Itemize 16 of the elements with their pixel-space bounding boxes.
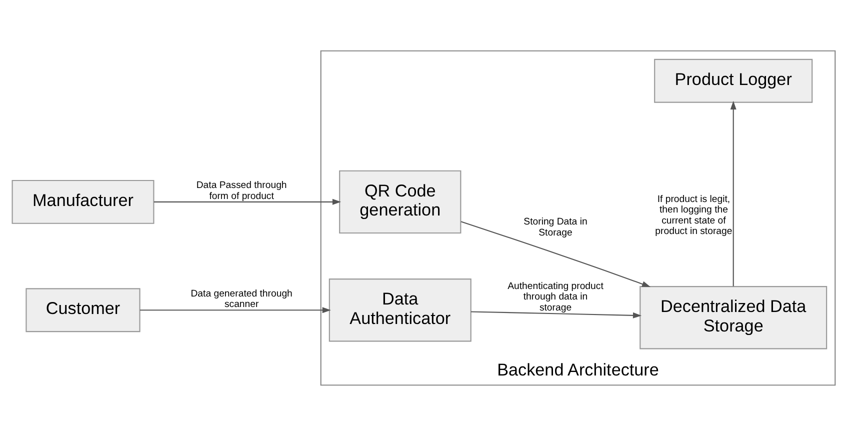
node-box: Customer [26, 288, 140, 332]
edge-label: If product is legit, then logging the current state of product in storage [655, 194, 732, 237]
arrow [140, 307, 331, 314]
node-box: Decentralized Data Storage [640, 286, 828, 350]
node-box: Manufacturer [12, 180, 154, 224]
arrow [460, 221, 651, 288]
edge-label: Storing Data in Storage [524, 216, 588, 238]
node-box: Product Logger [654, 58, 813, 103]
edge-label: Data Passed through form of product [196, 180, 287, 202]
arrow [154, 198, 342, 205]
arrow [730, 100, 736, 286]
edge-label: Data generated through scanner [190, 288, 292, 310]
node-box: Data Authenticator [328, 278, 472, 342]
node-box: QR Code generation [339, 170, 462, 234]
edge-label: Authenticating product through data in storage [508, 280, 604, 314]
arrow [471, 311, 642, 318]
